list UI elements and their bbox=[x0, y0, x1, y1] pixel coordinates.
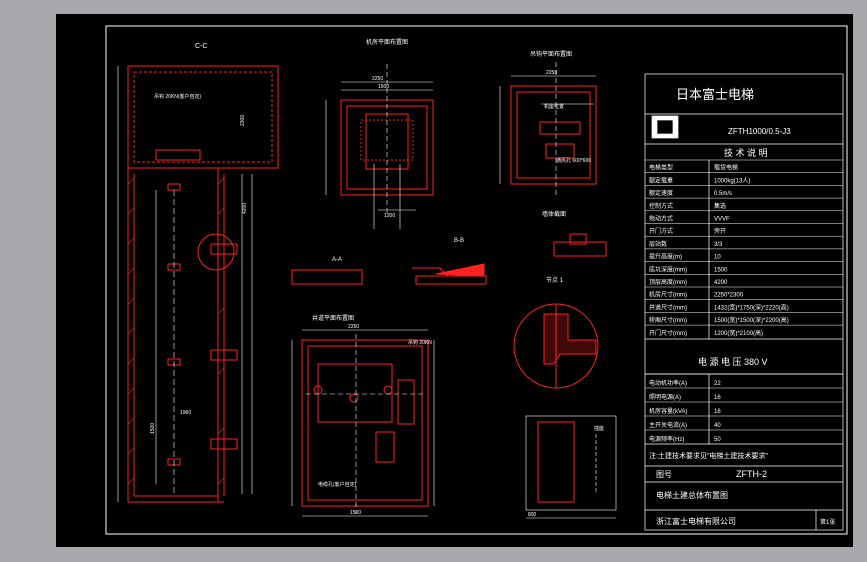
drawing-no: ZFTH-2 bbox=[736, 469, 767, 479]
spec-label: 顶层高度(mm) bbox=[649, 278, 687, 286]
hoist-hook-label: 吊钩平面布置图 bbox=[530, 50, 572, 58]
power-value: 16 bbox=[714, 395, 721, 401]
spec-label: 轿厢尺寸(mm) bbox=[649, 316, 687, 324]
construction-note: 注:土建技术要求见"电梯土建技术要求" bbox=[649, 451, 768, 460]
vent-note: 通风孔 600*600 bbox=[556, 157, 591, 164]
spec-value: 1200(宽)*2100(高) bbox=[714, 329, 763, 337]
power-value: 22 bbox=[714, 381, 721, 387]
drawing-sheet: C-C bbox=[56, 14, 853, 547]
spec-label: 底坑深度(mm) bbox=[649, 265, 687, 273]
title-block bbox=[644, 73, 844, 531]
hoistway-plan-label: 井道平面布置图 bbox=[312, 314, 354, 322]
socket-note: 插座 bbox=[594, 425, 604, 432]
hook-note-2: 吊钩 20KN bbox=[408, 339, 432, 346]
machine-room-plan-label: 机房平面布置图 bbox=[366, 38, 408, 46]
hook-dim-2250: 2250 bbox=[546, 70, 557, 76]
spec-value: 10 bbox=[714, 255, 721, 261]
spec-value: 4200 bbox=[714, 280, 728, 286]
power-value: 16 bbox=[714, 409, 721, 415]
power-label: 电动机功率(A) bbox=[649, 379, 687, 387]
section-label: C-C bbox=[195, 43, 207, 50]
cad-drawing: C-C bbox=[105, 25, 848, 535]
hw-dim-bottom: 1500 bbox=[350, 510, 361, 516]
spec-value: 1500(宽)*1500(深)*2200(高) bbox=[714, 316, 789, 324]
spec-value: 1000kg(13人) bbox=[714, 177, 750, 184]
section-dims bbox=[117, 66, 253, 502]
mr-dim-1500: 1500 bbox=[378, 84, 389, 90]
sheet-no: 第1张 bbox=[820, 518, 835, 526]
power-label: 主开关电流(A) bbox=[649, 421, 687, 429]
spec-label: 井道尺寸(mm) bbox=[649, 303, 687, 311]
power-label: 照明电源(A) bbox=[649, 393, 681, 401]
power-value: 40 bbox=[714, 423, 721, 429]
company-footer: 浙江富士电梯有限公司 bbox=[656, 516, 736, 526]
spec-label: 拖动方式 bbox=[649, 215, 673, 223]
power-table: 电动机功率(A) 22 照明电源(A) 16 机房容量(kVA) 16 主开关电流(A) 40… bbox=[645, 373, 843, 443]
spec-value: 0.5m/s bbox=[714, 191, 732, 197]
drawing-border bbox=[105, 25, 848, 535]
spec-label: 开门尺寸(mm) bbox=[649, 329, 687, 337]
dim-1960: 1960 bbox=[180, 410, 191, 416]
company-title: 日本富士电梯 bbox=[676, 87, 754, 102]
spec-value: 载货电梯 bbox=[714, 164, 738, 172]
spec-label: 层站数 bbox=[649, 240, 667, 248]
mr-dim-2250: 2250 bbox=[372, 76, 383, 82]
machine-room-plan: 机房平面布置图 2250 1500 1200 bbox=[325, 38, 434, 229]
spec-value: 集选 bbox=[714, 202, 726, 210]
dim-4200: 4200 bbox=[242, 203, 248, 214]
power-heading: 电 源 电 压 380 V bbox=[698, 356, 768, 367]
spec-label: 额定速度 bbox=[649, 189, 673, 197]
spec-label: 机房尺寸(mm) bbox=[649, 291, 687, 299]
model-code: ZFTH1000/0.5-J3 bbox=[728, 127, 791, 136]
spec-label: 控制方式 bbox=[649, 202, 673, 210]
spec-value: 1500 bbox=[714, 267, 728, 273]
mr-dim-1200: 1200 bbox=[384, 213, 395, 219]
dim-pit: 1500 bbox=[150, 423, 156, 434]
spec-label: 提升高度(m) bbox=[649, 253, 682, 261]
hoist-hook-plan: 吊钩平面布置图 2250 机座位置 通风孔 600*600 bbox=[499, 50, 597, 198]
tech-heading: 技 术 说 明 bbox=[724, 147, 768, 158]
detail-a-label: A-A bbox=[332, 257, 342, 263]
drawing-no-label: 图号 bbox=[656, 470, 672, 479]
spec-value: VVVF bbox=[714, 217, 730, 223]
power-label: 电源频率(Hz) bbox=[649, 435, 684, 443]
spec-value: 1432(宽)*1750(深)*2220(高) bbox=[714, 303, 789, 311]
cable-note: 电缆孔(客户自定) bbox=[318, 481, 357, 488]
detail-b-label: B-B bbox=[454, 238, 464, 244]
drawing-name: 电梯土建总体布置图 bbox=[656, 490, 728, 500]
power-label: 机房容量(kVA) bbox=[649, 407, 688, 415]
dim-2300: 2300 bbox=[240, 115, 246, 126]
hook-note: 吊钩 20KN(客户自定) bbox=[154, 93, 202, 100]
spec-label: 额定载重 bbox=[649, 176, 673, 184]
spec-label: 电梯类型 bbox=[649, 164, 673, 172]
pit-dim: 800 bbox=[528, 512, 537, 518]
spec-value: 2250*2300 bbox=[714, 293, 744, 299]
pit-lamp-detail: 800 插座 bbox=[525, 415, 617, 519]
spec-label: 开门方式 bbox=[649, 227, 673, 235]
detail-sections: A-A B-B 墙体截面 节点 1 bbox=[291, 210, 607, 389]
hoistway-plan: 井道平面布置图 2250 1500 吊钩 20KN 电缆孔(客户自定) bbox=[291, 314, 435, 517]
power-value: 50 bbox=[714, 437, 721, 443]
wall-section-label: 墙体截面 bbox=[542, 210, 566, 218]
node-label: 节点 1 bbox=[546, 276, 564, 284]
machine-base-note: 机座位置 bbox=[544, 103, 564, 110]
spec-value: 3/3 bbox=[714, 242, 723, 248]
spec-value: 旁开 bbox=[714, 227, 726, 235]
hw-dim-top: 2250 bbox=[348, 324, 359, 330]
